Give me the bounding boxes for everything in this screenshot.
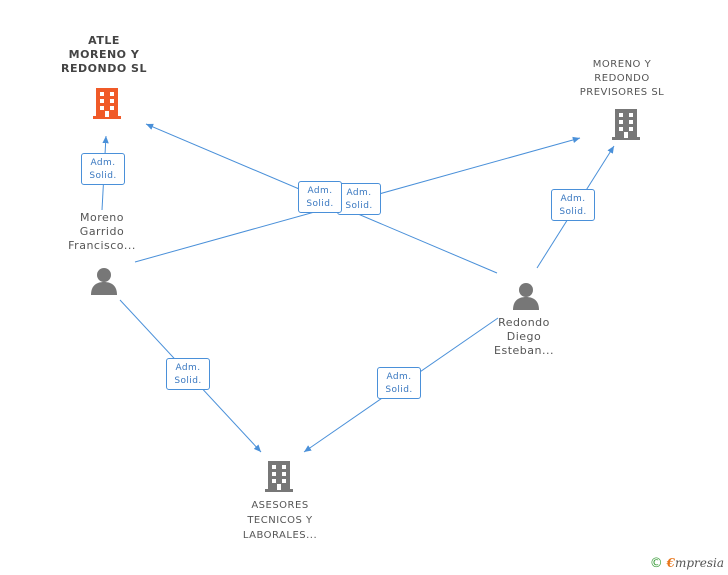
label-line: REDONDO: [594, 73, 650, 84]
edge-label-moreno-atle[interactable]: Adm. Solid.: [81, 153, 125, 185]
copyright-icon: ©: [649, 556, 663, 571]
badge-line: Adm.: [560, 194, 586, 204]
label-line: Esteban...: [494, 344, 554, 357]
label-line: Garrido: [79, 225, 125, 238]
label-line: MORENO Y: [68, 48, 140, 61]
badge-line: Solid.: [174, 376, 202, 386]
node-label-previsores[interactable]: MORENO Y REDONDO PREVISORES SL: [562, 58, 682, 100]
badge-line: Solid.: [345, 201, 373, 211]
edge-label-moreno-asesores[interactable]: Adm. Solid.: [166, 358, 210, 390]
building-icon[interactable]: [611, 107, 641, 141]
label-line: ASESORES: [251, 500, 309, 511]
brand-logo-e: €: [666, 556, 675, 570]
label-line: Moreno: [80, 211, 124, 224]
badge-line: Adm.: [90, 158, 116, 168]
node-label-asesores[interactable]: ASESORES TECNICOS Y LABORALES...: [222, 498, 338, 543]
badge-line: Adm.: [386, 372, 412, 382]
edge-label-moreno-previsores[interactable]: Adm. Solid.: [337, 183, 381, 215]
person-icon[interactable]: [89, 266, 119, 296]
label-line: TECNICOS Y: [247, 515, 313, 526]
label-line: Francisco...: [68, 239, 136, 252]
node-label-redondo[interactable]: Redondo Diego Esteban...: [472, 316, 576, 358]
label-line: PREVISORES SL: [579, 87, 665, 98]
label-line: Redondo: [498, 316, 550, 329]
building-icon[interactable]: [264, 459, 294, 493]
label-line: MORENO Y: [592, 59, 652, 70]
badge-line: Adm.: [175, 363, 201, 373]
badge-line: Solid.: [385, 385, 413, 395]
edge-label-redondo-previsores[interactable]: Adm. Solid.: [551, 189, 595, 221]
footer-brand: © €mpresia: [650, 556, 724, 571]
badge-line: Solid.: [559, 207, 587, 217]
label-line: Diego: [506, 330, 542, 343]
badge-line: Solid.: [306, 199, 334, 209]
brand-logo-text: mpresia: [674, 556, 724, 570]
edge-label-redondo-asesores[interactable]: Adm. Solid.: [377, 367, 421, 399]
label-line: REDONDO SL: [61, 62, 147, 75]
edge-label-redondo-atle[interactable]: Adm. Solid.: [298, 181, 342, 213]
node-label-moreno[interactable]: Moreno Garrido Francisco...: [50, 211, 154, 253]
person-icon[interactable]: [511, 281, 541, 311]
badge-line: Adm.: [346, 188, 372, 198]
badge-line: Adm.: [307, 186, 333, 196]
building-icon[interactable]: [92, 86, 122, 120]
brand-logo: €mpresia: [667, 556, 724, 570]
node-label-atle[interactable]: ATLE MORENO Y REDONDO SL: [48, 34, 160, 76]
badge-line: Solid.: [89, 171, 117, 181]
label-line: LABORALES...: [242, 530, 318, 541]
label-line: ATLE: [88, 34, 120, 47]
